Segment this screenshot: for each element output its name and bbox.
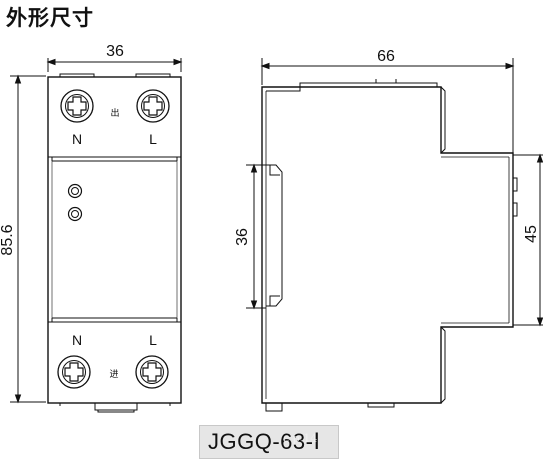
indicator-lamp-icon <box>67 206 83 222</box>
terminal-bottom-l-label: L <box>149 332 157 348</box>
terminal-top-l-label: L <box>149 131 157 147</box>
side-front-height-label: 45 <box>523 225 540 243</box>
input-label: 进 <box>109 369 118 380</box>
model-number: JGGQ-63-Ⅰ <box>208 429 321 454</box>
terminal-top-n-label: N <box>72 131 82 147</box>
side-view <box>246 58 543 412</box>
watermark: c p 14 <box>283 432 318 445</box>
screw-icon <box>60 89 94 123</box>
page-title: 外形尺寸 <box>6 6 94 30</box>
side-body-height-label: 36 <box>234 228 251 246</box>
front-view <box>10 58 183 413</box>
side-depth-label: 66 <box>377 48 395 65</box>
model-label-box <box>199 425 339 459</box>
output-label: 出 <box>110 107 119 119</box>
screw-icon <box>135 355 169 389</box>
screw-icon <box>136 89 170 123</box>
screw-icon <box>57 355 91 389</box>
front-width-label: 36 <box>106 43 124 60</box>
terminal-bottom-n-label: N <box>72 332 82 348</box>
front-height-label: 85.6 <box>0 224 16 255</box>
indicator-lamp-icon <box>67 183 83 199</box>
